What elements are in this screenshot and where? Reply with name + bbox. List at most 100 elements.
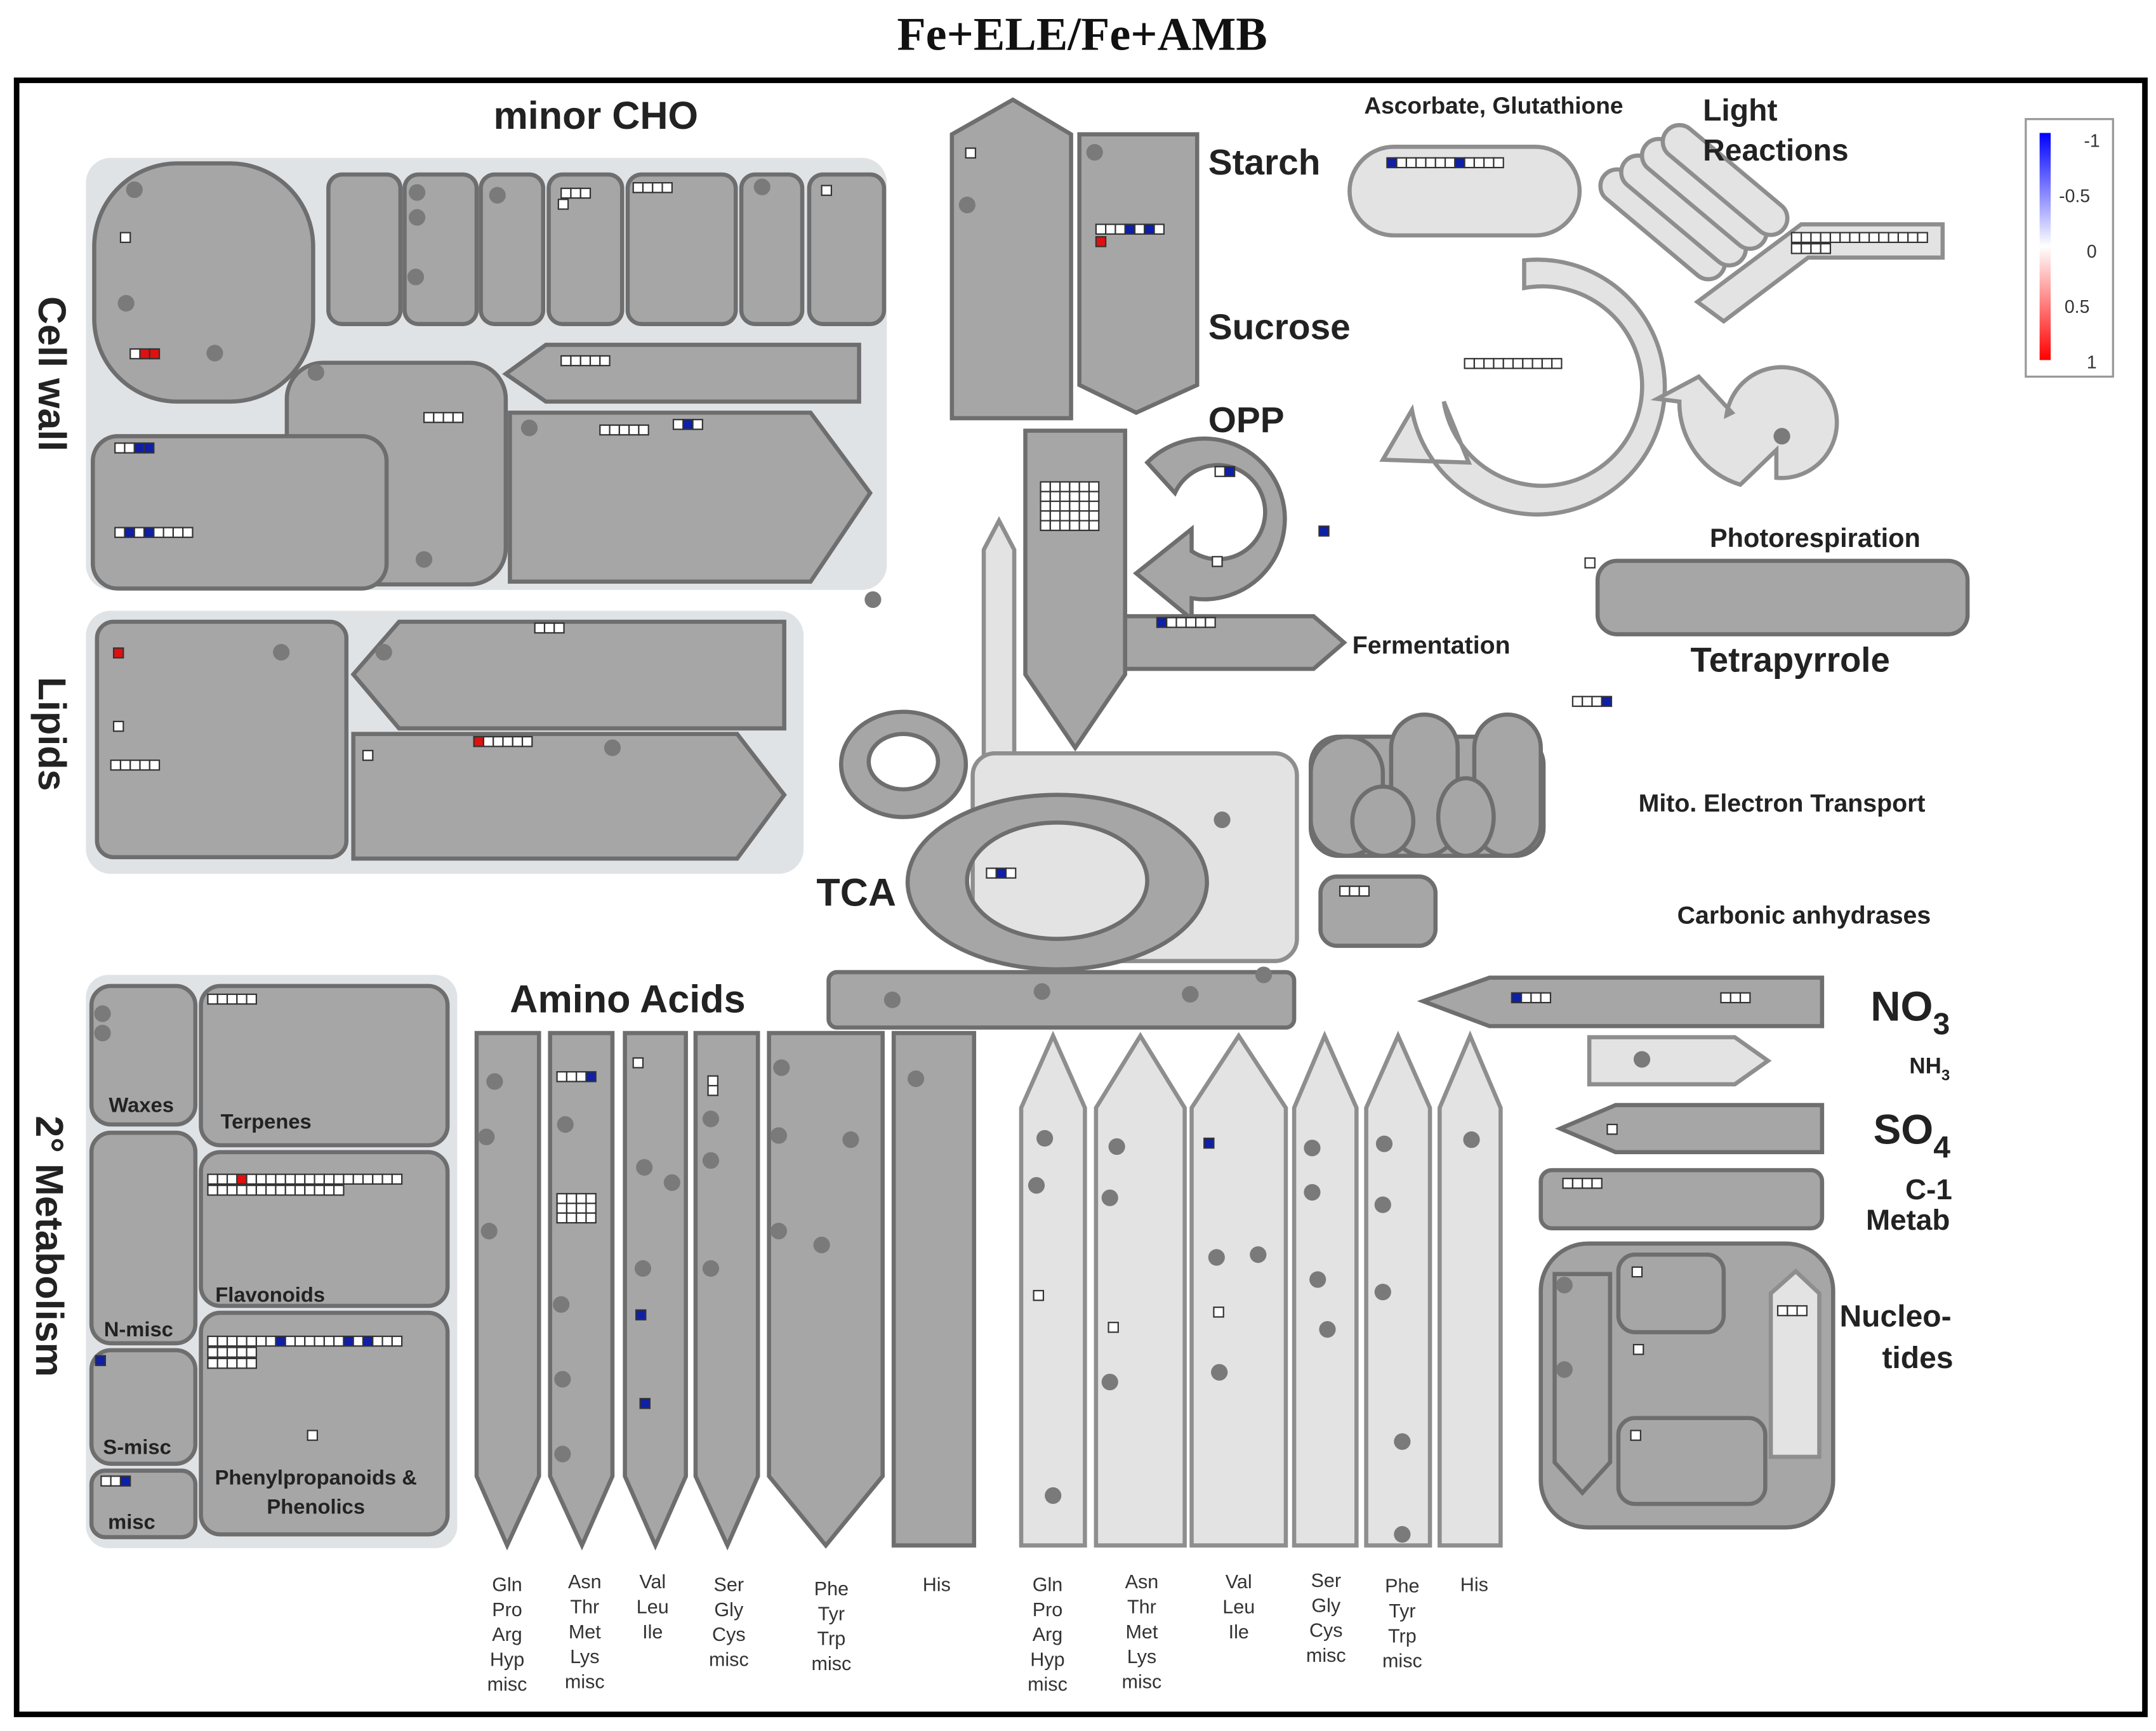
gene-expression-cell — [1868, 232, 1880, 244]
gene-expression-cell — [965, 147, 977, 159]
unmeasured-gene-dot — [307, 364, 324, 381]
minor-cho-block-1 — [326, 172, 403, 326]
gene-expression-cell — [1078, 481, 1090, 492]
gene-expression-cell — [1049, 481, 1061, 492]
gene-expression-cell — [1907, 232, 1919, 244]
unmeasured-gene-dot — [1304, 1140, 1321, 1157]
amino-acid-label: Hyp — [1030, 1649, 1064, 1670]
amino-acid-label: His — [1460, 1574, 1488, 1596]
gene-expression-cell — [1040, 500, 1051, 512]
gene-expression-cell — [314, 1335, 325, 1347]
gene-expression-cell — [1591, 695, 1603, 708]
gene-expression-cell — [1088, 510, 1100, 522]
gene-expression-cell — [585, 1071, 597, 1083]
gene-expression-cell — [226, 1335, 238, 1347]
nh3-arrow — [1587, 1035, 1772, 1087]
label-s-misc: S-misc — [103, 1435, 171, 1459]
amino-acid-label: Thr — [1127, 1596, 1156, 1618]
gene-expression-cell — [560, 355, 572, 367]
label-c1-metab-1: C-1 — [1905, 1173, 1952, 1206]
unmeasured-gene-dot — [753, 178, 770, 195]
label-misc: misc — [108, 1510, 155, 1533]
gene-expression-cell — [1810, 232, 1822, 244]
gene-expression-cell — [207, 1173, 218, 1185]
gene-expression-cell — [1069, 510, 1080, 522]
nucleotides-up-arrow — [1768, 1268, 1822, 1459]
gene-expression-cell — [1790, 232, 1802, 244]
label-secondary-metabolism: 2° Metabolism — [28, 1116, 71, 1377]
unmeasured-gene-dot — [907, 1070, 925, 1088]
unmeasured-gene-dot — [1463, 1131, 1480, 1149]
lipids-block — [95, 619, 349, 860]
gene-expression-cell — [1606, 1124, 1618, 1135]
gene-expression-cell — [642, 181, 654, 194]
unmeasured-gene-dot — [126, 181, 143, 199]
gene-expression-cell — [343, 1173, 354, 1185]
gene-expression-cell — [1095, 236, 1107, 247]
unmeasured-gene-dot — [1036, 1129, 1054, 1147]
gene-expression-cell — [1114, 223, 1126, 235]
cell-wall-arrow-right — [508, 411, 873, 584]
gene-expression-cell — [314, 1173, 325, 1185]
label-fermentation: Fermentation — [1352, 631, 1511, 659]
tca-ring-large — [905, 793, 1209, 971]
cell-wall-block-left — [90, 434, 389, 591]
gene-expression-cell — [1049, 490, 1061, 503]
unmeasured-gene-dot — [1182, 985, 1199, 1003]
legend-tick-2: -0.5 — [2059, 187, 2090, 207]
gene-expression-cell — [314, 1185, 325, 1196]
gene-expression-cell — [207, 1185, 218, 1196]
gene-expression-cell — [294, 1173, 306, 1185]
unmeasured-gene-dot — [1556, 1277, 1573, 1294]
unmeasured-gene-dot — [634, 1260, 652, 1277]
gene-expression-cell — [95, 1355, 107, 1366]
gene-expression-cell — [682, 419, 694, 430]
unmeasured-gene-dot — [1374, 1284, 1391, 1301]
gene-expression-cell — [323, 1185, 335, 1196]
gene-expression-cell — [585, 1193, 597, 1204]
unmeasured-gene-dot — [1211, 1364, 1228, 1381]
gene-expression-cell — [1888, 232, 1900, 244]
gene-expression-cell — [226, 1357, 238, 1369]
gene-expression-cell — [1562, 1178, 1573, 1189]
unmeasured-gene-dot — [864, 591, 882, 609]
gene-expression-cell — [1358, 885, 1370, 897]
gene-expression-cell — [707, 1075, 718, 1087]
gene-expression-cell — [153, 527, 164, 538]
gene-expression-cell — [1339, 885, 1351, 897]
gene-expression-cell — [1415, 157, 1427, 169]
label-phenylpropanoids-2: Phenolics — [267, 1494, 365, 1518]
gene-expression-cell — [1153, 223, 1165, 235]
label-opp: OPP — [1208, 400, 1285, 440]
amino-acid-label: Gly — [1311, 1595, 1341, 1616]
gene-expression-cell — [307, 1430, 319, 1441]
terpenes-block — [199, 984, 450, 1148]
unmeasured-gene-dot — [1101, 1189, 1118, 1206]
gene-expression-cell — [534, 622, 546, 634]
unmeasured-gene-dot — [958, 196, 975, 214]
gene-expression-cell — [632, 1057, 644, 1069]
gene-expression-cell — [114, 527, 126, 538]
gene-expression-cell — [124, 527, 135, 538]
gene-expression-cell — [1582, 695, 1593, 708]
gene-expression-cell — [1078, 510, 1090, 522]
unmeasured-gene-dot — [1255, 966, 1273, 984]
gene-expression-cell — [1124, 223, 1136, 235]
gene-expression-cell — [133, 442, 145, 454]
gene-expression-cell — [1801, 232, 1812, 244]
gene-expression-cell — [995, 867, 1007, 879]
label-nucleotides-1: Nucleo- — [1840, 1300, 1952, 1334]
gene-expression-cell — [512, 735, 524, 747]
gene-expression-cell — [246, 1357, 257, 1369]
unmeasured-gene-dot — [415, 551, 433, 568]
gene-expression-cell — [576, 1071, 587, 1083]
gene-expression-cell — [1434, 157, 1446, 169]
gene-expression-cell — [1318, 525, 1330, 537]
amino-acid-label: Val — [639, 1571, 666, 1593]
amino-acid-group-labels: GlnProArgHypmiscAsnThrMetLysmiscValLeuIl… — [487, 1570, 1488, 1695]
label-carbonic-anhydrases: Carbonic anhydrases — [1677, 902, 1931, 930]
gene-expression-cell — [585, 1202, 597, 1214]
unmeasured-gene-dot — [770, 1127, 788, 1144]
gene-expression-cell — [1059, 520, 1071, 531]
gene-expression-cell — [129, 348, 141, 360]
